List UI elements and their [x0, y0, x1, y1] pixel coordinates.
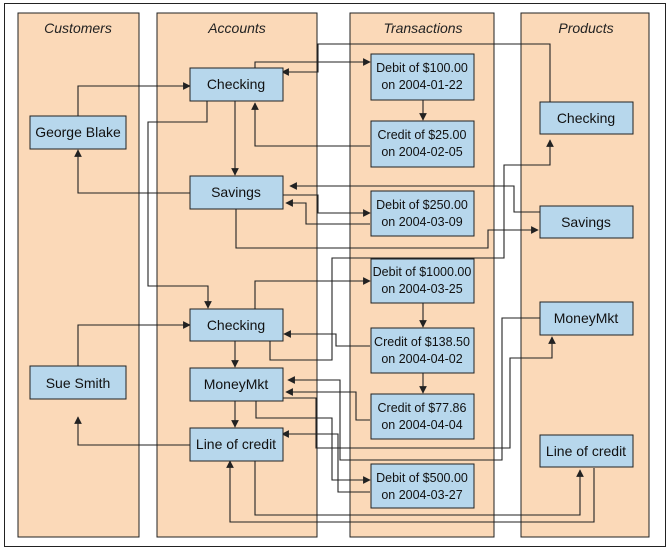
edge-t2-checking1 [251, 102, 370, 147]
transaction-t1[interactable]: Debit of $100.00 on 2004-01-22 [370, 53, 475, 101]
product-label: MoneyMkt [554, 310, 619, 326]
edge-sue-checking2 [77, 321, 191, 366]
transaction-line-1: Credit of $25.00 [378, 128, 467, 142]
edge-prodmoneymkt-moneymkt [287, 317, 540, 461]
account-line-of-credit[interactable]: Line of credit [189, 427, 284, 462]
product-line-of-credit[interactable]: Line of credit [539, 434, 634, 468]
transaction-line-2: on 2004-04-02 [381, 352, 462, 366]
account-label: Line of credit [196, 436, 276, 452]
edge-loc-sue [74, 416, 190, 446]
product-label: Checking [557, 110, 615, 126]
transaction-line-2: on 2004-02-05 [381, 145, 462, 159]
transaction-t7[interactable]: Debit of $500.00 on 2004-03-27 [370, 463, 475, 509]
transaction-line-1: Debit of $1000.00 [373, 265, 472, 279]
edge-savings-prodsavings [235, 209, 539, 249]
transaction-line-1: Debit of $500.00 [376, 471, 468, 485]
account-label: Savings [211, 184, 261, 200]
edge-george-checking1 [77, 82, 191, 116]
edge-checking1-checking2 [147, 101, 212, 309]
edge-savings-t3 [282, 194, 371, 217]
transaction-t6[interactable]: Credit of $77.86 on 2004-04-04 [370, 393, 475, 440]
transaction-line-1: Debit of $100.00 [376, 61, 468, 75]
edges [74, 43, 595, 523]
transaction-t2[interactable]: Credit of $25.00 on 2004-02-05 [370, 120, 475, 168]
product-checking[interactable]: Checking [539, 101, 634, 135]
product-moneymkt[interactable]: MoneyMkt [539, 301, 634, 336]
edge-prodsavings-savings [289, 182, 540, 213]
account-label: MoneyMkt [204, 376, 269, 392]
transaction-line-1: Credit of $138.50 [374, 335, 470, 349]
edge-t5-checking2 [283, 330, 370, 347]
account-label: Checking [207, 76, 265, 92]
product-savings[interactable]: Savings [539, 205, 634, 239]
transaction-line-2: on 2004-03-25 [381, 282, 462, 296]
edge-moneymkt-prodmoneymkt [282, 336, 556, 449]
account-checking-2[interactable]: Checking [189, 308, 284, 342]
lane-title-accounts: Accounts [207, 20, 266, 36]
account-savings[interactable]: Savings [189, 175, 284, 210]
transaction-t5[interactable]: Credit of $138.50 on 2004-04-02 [370, 327, 475, 374]
customer-george-blake[interactable]: George Blake [29, 115, 127, 150]
edge-prodloc-loc [226, 460, 595, 523]
edge-t6-moneymkt [285, 388, 370, 421]
lane-title-transactions: Transactions [383, 20, 462, 36]
transaction-line-1: Debit of $250.00 [376, 198, 468, 212]
edge-t3-savings [285, 199, 370, 225]
transaction-line-2: on 2004-04-04 [381, 418, 462, 432]
customer-label: George Blake [35, 124, 121, 140]
transaction-t3[interactable]: Debit of $250.00 on 2004-03-09 [370, 190, 475, 237]
account-checking-1[interactable]: Checking [189, 67, 284, 102]
transaction-line-1: Credit of $77.86 [378, 401, 467, 415]
edge-savings-george [74, 149, 190, 194]
account-moneymkt[interactable]: MoneyMkt [189, 367, 284, 402]
transaction-t4[interactable]: Debit of $1000.00 on 2004-03-25 [370, 258, 475, 304]
transaction-line-2: on 2004-03-09 [381, 215, 462, 229]
edge-prodchecking-checking1 [281, 43, 551, 102]
lane-title-products: Products [558, 20, 613, 36]
customer-label: Sue Smith [46, 375, 111, 391]
transaction-line-2: on 2004-01-22 [381, 78, 462, 92]
edge-loc-prodloc [254, 461, 584, 516]
edge-t7-loc [281, 430, 370, 493]
product-label: Savings [561, 214, 611, 230]
edge-checking1-t1 [254, 58, 371, 68]
edge-checking2-prodchecking [269, 139, 554, 361]
product-label: Line of credit [546, 443, 626, 459]
transaction-line-2: on 2004-03-27 [381, 488, 462, 502]
account-label: Checking [207, 317, 265, 333]
edge-moneymkt-t7 [255, 401, 371, 484]
customer-sue-smith[interactable]: Sue Smith [29, 365, 127, 400]
lane-title-customers: Customers [44, 20, 112, 36]
